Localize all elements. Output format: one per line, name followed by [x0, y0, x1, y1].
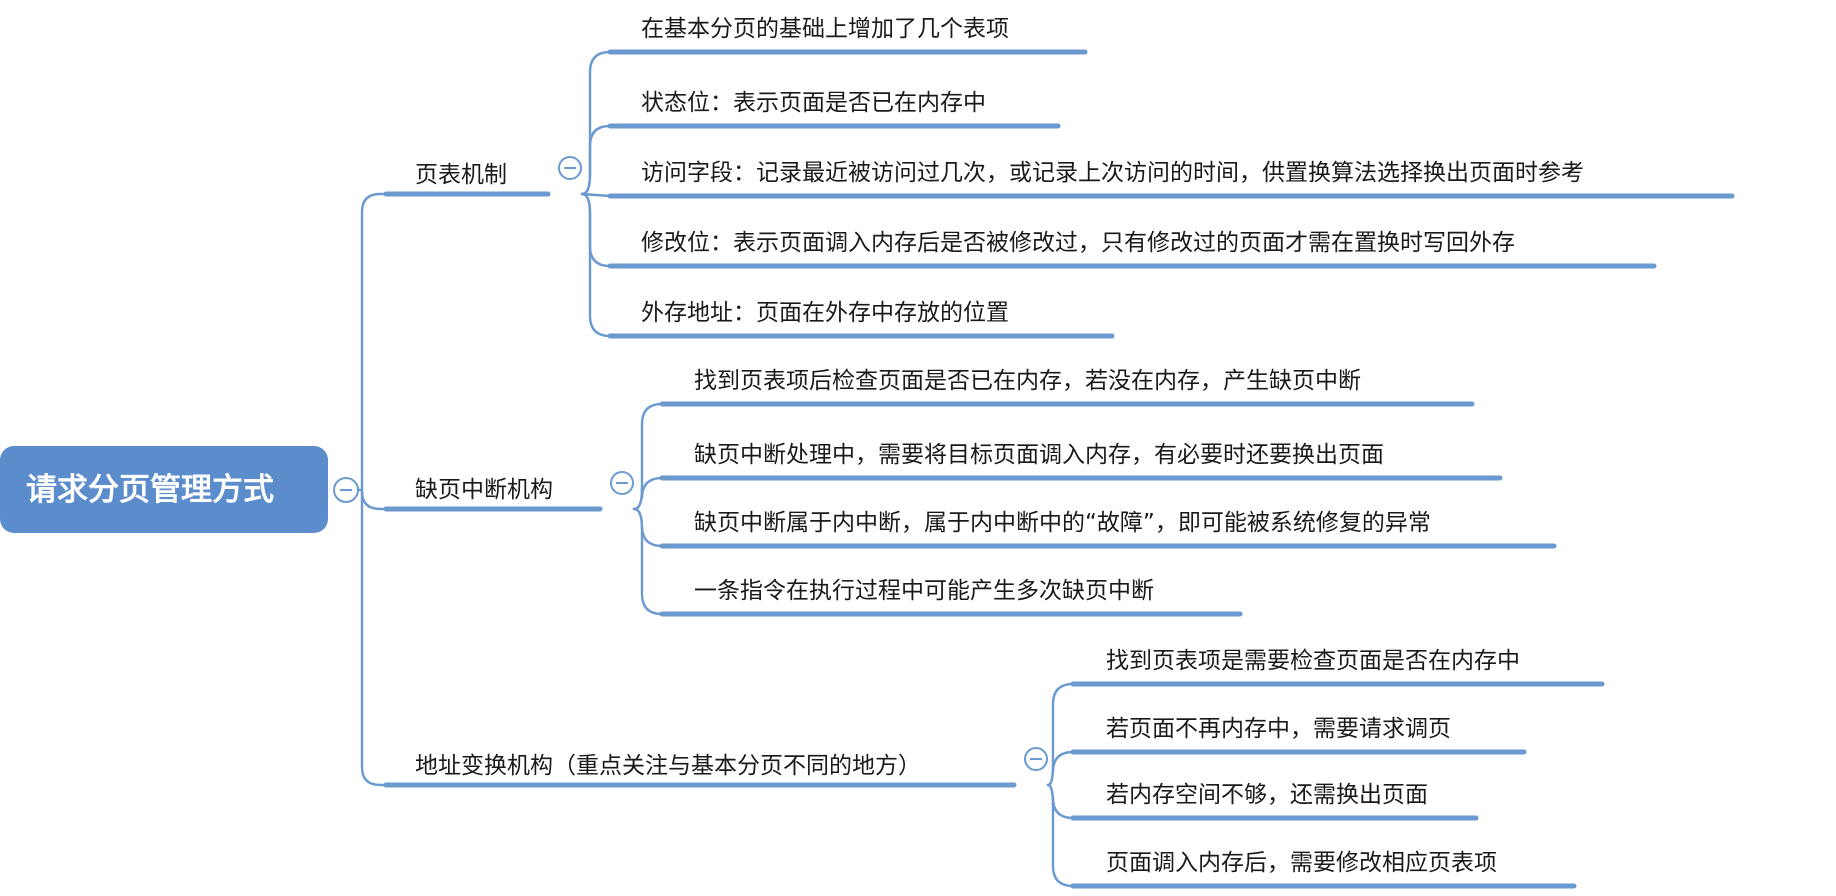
branch-connector — [360, 192, 550, 492]
branches-layer: 页表机制 在基本分页的基础上增加了几个表项状态位：表示页面是否已在内存中访问字段：… — [356, 16, 1735, 889]
leaf-node[interactable]: 缺页中断处理中，需要将目标页面调入内存，有必要时还要换出页面 — [632, 442, 1503, 511]
leaf-connector — [580, 124, 612, 196]
leaf-connector — [632, 507, 664, 548]
leaf-node[interactable]: 若内存空间不够，还需换出页面 — [1046, 782, 1479, 821]
leaf-node[interactable]: 在基本分页的基础上增加了几个表项 — [580, 16, 1088, 196]
leaf-connector — [580, 192, 612, 338]
leaf-label: 访问字段：记录最近被访问过几次，或记录上次访问的时间，供置换算法选择换出页面时参… — [641, 160, 1584, 186]
branch-connector — [360, 488, 1016, 787]
branch-collapse-toggle[interactable] — [558, 156, 582, 180]
leaf-label: 在基本分页的基础上增加了几个表项 — [641, 16, 1009, 42]
branch-label: 页表机制 — [415, 162, 507, 188]
leaf-label: 缺页中断处理中，需要将目标页面调入内存，有必要时还要换出页面 — [694, 442, 1384, 468]
leaf-connector — [580, 192, 612, 268]
leaf-connector — [1046, 783, 1075, 888]
leaf-connector — [632, 402, 664, 511]
leaf-connector — [580, 50, 612, 196]
leaf-connector — [1046, 750, 1075, 787]
leaf-node[interactable]: 找到页表项后检查页面是否已在内存，若没在内存，产生缺页中断 — [632, 368, 1475, 511]
leaf-label: 找到页表项后检查页面是否已在内存，若没在内存，产生缺页中断 — [694, 368, 1361, 394]
leaf-node[interactable]: 访问字段：记录最近被访问过几次，或记录上次访问的时间，供置换算法选择换出页面时参… — [580, 160, 1735, 199]
branch-node[interactable]: 缺页中断机构 找到页表项后检查页面是否已在内存，若没在内存，产生缺页中断缺页中断处… — [360, 368, 1557, 617]
leaf-node[interactable]: 缺页中断属于内中断，属于内中断中的“故障”，即可能被系统修复的异常 — [632, 507, 1557, 549]
branch-collapse-toggle[interactable] — [1024, 747, 1048, 771]
leaf-label: 若内存空间不够，还需换出页面 — [1106, 782, 1428, 808]
root-node[interactable]: 请求分页管理方式 — [0, 446, 328, 533]
root-box — [0, 446, 328, 533]
leaf-node[interactable]: 若页面不再内存中，需要请求调页 — [1046, 716, 1527, 787]
leaf-node[interactable]: 修改位：表示页面调入内存后是否被修改过，只有修改过的页面才需在置换时写回外存 — [580, 192, 1657, 269]
leaf-label: 状态位：表示页面是否已在内存中 — [641, 90, 986, 116]
root-label: 请求分页管理方式 — [26, 472, 274, 508]
leaf-label: 修改位：表示页面调入内存后是否被修改过，只有修改过的页面才需在置换时写回外存 — [641, 230, 1515, 256]
branch-label: 地址变换机构（重点关注与基本分页不同的地方） — [415, 753, 921, 779]
leaf-connector — [632, 507, 664, 616]
branch-label: 缺页中断机构 — [415, 477, 553, 503]
branch-node[interactable]: 地址变换机构（重点关注与基本分页不同的地方） 找到页表项是需要检查页面是否在内存中… — [360, 488, 1605, 889]
leaf-node[interactable]: 找到页表项是需要检查页面是否在内存中 — [1046, 648, 1605, 787]
leaf-label: 找到页表项是需要检查页面是否在内存中 — [1106, 648, 1520, 674]
leaf-connector — [580, 192, 612, 198]
leaf-label: 页面调入内存后，需要修改相应页表项 — [1106, 850, 1497, 876]
leaf-label: 缺页中断属于内中断，属于内中断中的“故障”，即可能被系统修复的异常 — [694, 510, 1431, 536]
leaf-node[interactable]: 页面调入内存后，需要修改相应页表项 — [1046, 783, 1577, 889]
leaf-label: 一条指令在执行过程中可能产生多次缺页中断 — [694, 578, 1154, 604]
leaf-connector — [632, 476, 664, 511]
branch-collapse-toggle[interactable] — [610, 471, 634, 495]
leaf-node[interactable]: 状态位：表示页面是否已在内存中 — [580, 90, 1061, 196]
leaf-node[interactable]: 一条指令在执行过程中可能产生多次缺页中断 — [632, 507, 1243, 617]
leaf-label: 外存地址：页面在外存中存放的位置 — [641, 300, 1009, 326]
branch-node[interactable]: 页表机制 在基本分页的基础上增加了几个表项状态位：表示页面是否已在内存中访问字段：… — [360, 16, 1735, 492]
leaf-label: 若页面不再内存中，需要请求调页 — [1106, 716, 1451, 742]
leaf-node[interactable]: 外存地址：页面在外存中存放的位置 — [580, 192, 1115, 339]
root-collapse-toggle[interactable] — [333, 477, 359, 503]
